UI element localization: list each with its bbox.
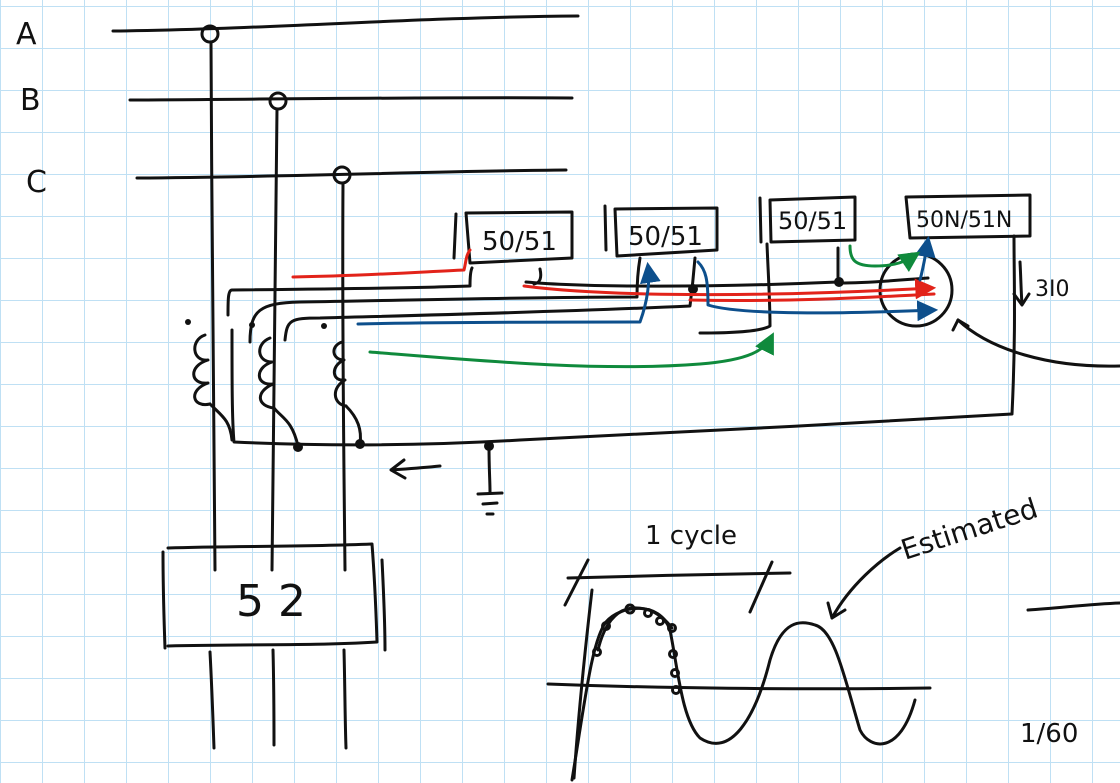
waveform-axis xyxy=(546,682,932,691)
relay-box-3: 50/51 xyxy=(758,195,857,244)
relay-wire-e xyxy=(532,267,543,286)
bus-line-b xyxy=(128,96,574,102)
estimated-label: Estimated xyxy=(897,492,1042,567)
relay-wire-b xyxy=(248,256,642,344)
bus-tap-b xyxy=(268,91,288,111)
breaker-52: 5 2 xyxy=(161,542,387,652)
ground-symbol xyxy=(476,444,504,516)
phase-conductor-c xyxy=(341,181,347,572)
phase-label-a: A xyxy=(16,17,37,52)
neutral-node-1 xyxy=(293,442,303,452)
load-conductor-a xyxy=(208,650,216,750)
phase-c-blue-trace xyxy=(696,260,939,322)
residual-label: 3I0 xyxy=(1035,277,1069,302)
relay-box-2: 50/51 xyxy=(603,204,719,258)
phase-label-b: B xyxy=(20,83,41,118)
residual-blue-trace xyxy=(914,235,936,282)
relay-label-1: 50/51 xyxy=(482,227,557,257)
current-direction-arrow xyxy=(389,458,442,480)
load-conductor-c xyxy=(342,648,348,750)
bus-line-a xyxy=(111,14,580,33)
phase-conductor-a xyxy=(209,40,217,572)
summing-circle-arrowhead xyxy=(951,318,970,332)
ct-return-c xyxy=(344,404,362,446)
period-label: 1/60 xyxy=(1020,719,1078,749)
phase-c-green-trace xyxy=(368,332,774,369)
current-transformers xyxy=(185,319,348,410)
relay-wire-a xyxy=(226,266,474,317)
relay-label-2: 50/51 xyxy=(628,222,703,252)
summed-current-trace xyxy=(688,292,936,303)
junction-dot-1 xyxy=(688,284,698,294)
ct-return-a xyxy=(208,402,234,442)
estimated-pointer xyxy=(826,546,902,620)
waveform-curve xyxy=(570,606,917,782)
ct-return-b xyxy=(272,406,300,448)
summing-circle-lead xyxy=(956,318,1120,368)
phase-b-current-trace xyxy=(522,278,937,300)
residual-arrow xyxy=(1012,260,1031,307)
breaker-label: 5 2 xyxy=(236,576,306,627)
neutral-node-2 xyxy=(355,439,365,449)
waveform-sketch: 1 cycle xyxy=(546,521,932,782)
relay-wire-g xyxy=(698,242,772,335)
bus-line-c xyxy=(135,168,568,180)
phase-b-blue-trace xyxy=(356,261,661,326)
load-conductor-b xyxy=(271,648,276,747)
right-stub-line xyxy=(1026,601,1120,612)
relay-label-3: 50/51 xyxy=(778,207,847,235)
phase-a-current-trace xyxy=(291,248,472,279)
relay-label-4: 50N/51N xyxy=(916,208,1012,233)
phase-label-c: C xyxy=(26,165,47,200)
relay-wire-f xyxy=(838,276,930,285)
cycle-bracket-line xyxy=(566,571,792,580)
neutral-return xyxy=(230,234,1016,447)
junction-dot-2 xyxy=(834,277,844,287)
relay-wire-d xyxy=(524,246,840,288)
relay-box-4: 50N/51N xyxy=(904,193,1032,240)
cycle-label: 1 cycle xyxy=(645,521,737,551)
relay-box-1: 50/51 xyxy=(452,210,574,265)
phase-conductor-b xyxy=(270,107,279,572)
relay3-green-trace xyxy=(848,244,921,273)
